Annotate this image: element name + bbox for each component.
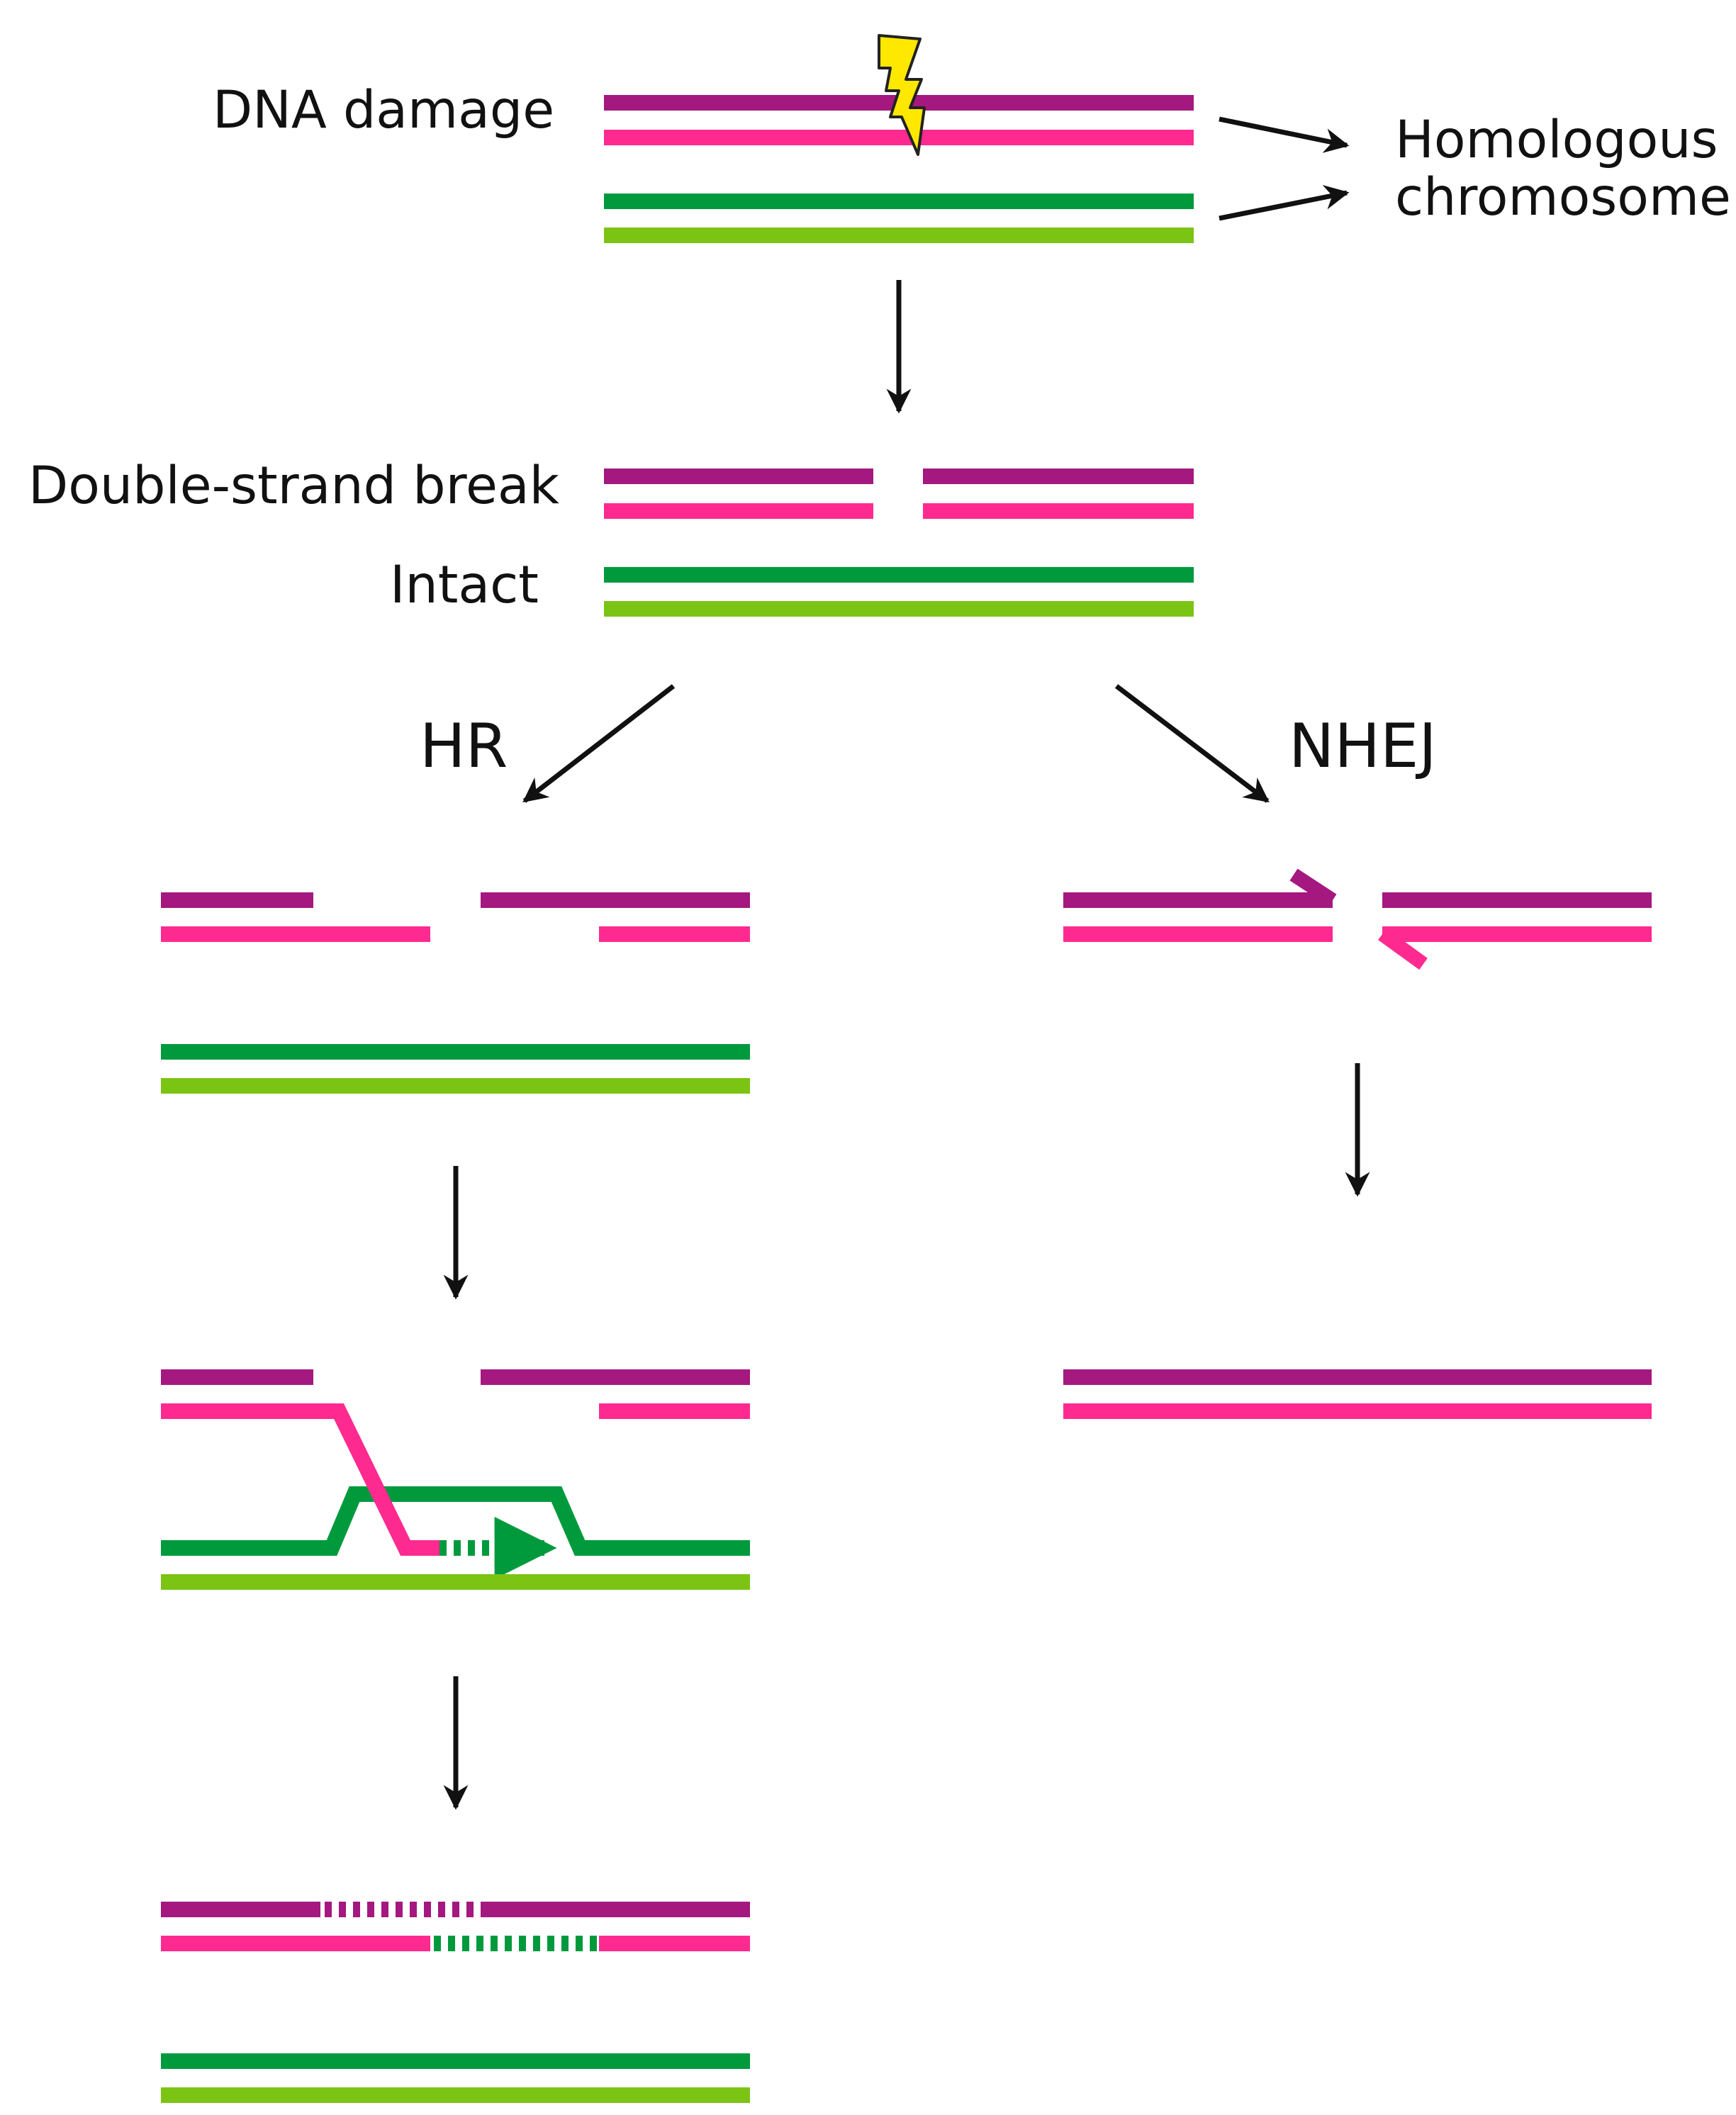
label-double-strand-break: Double-strand break <box>28 456 560 516</box>
intact-chromosome <box>604 567 1194 617</box>
hr-repaired-template <box>161 2053 750 2103</box>
hr-resection-broken <box>161 892 750 942</box>
hr-strand-invasion <box>161 1369 750 1590</box>
pink-invading-strand <box>161 1403 439 1556</box>
broken-chromosome <box>604 469 1194 519</box>
label-chromosome: chromosome <box>1395 167 1731 228</box>
hr-resection-template <box>161 1044 750 1094</box>
hr-repaired <box>161 1902 750 1951</box>
label-nhej: NHEJ <box>1289 711 1437 782</box>
nhej-broken-ends <box>1063 868 1652 970</box>
label-intact: Intact <box>390 555 539 615</box>
green-displaced-loop <box>161 1486 750 1556</box>
nhej-joined <box>1063 1369 1652 1419</box>
label-dna-damage: DNA damage <box>213 80 554 140</box>
label-homologous: Homologous <box>1395 110 1718 170</box>
label-hr: HR <box>420 711 508 782</box>
flap-pink <box>1378 928 1428 970</box>
homologous-chromosome-strands <box>604 193 1194 243</box>
arrow-to-hr <box>522 684 676 803</box>
arrow-to-homologous-lower <box>1219 185 1350 221</box>
flap-dark-magenta <box>1289 868 1337 907</box>
arrow-to-homologous-upper <box>1219 116 1350 153</box>
lightning-bolt-icon <box>878 34 926 156</box>
arrow-to-nhej <box>1114 684 1270 803</box>
